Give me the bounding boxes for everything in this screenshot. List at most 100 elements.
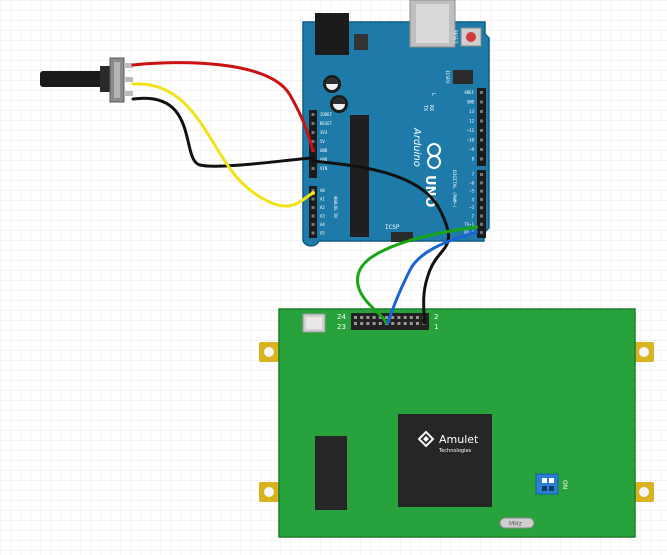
header-pin	[391, 322, 395, 325]
pin-label: ~10	[467, 138, 475, 143]
arduino-pin	[480, 148, 483, 151]
pin-label: 5V	[320, 139, 325, 144]
header-pin	[360, 322, 364, 325]
arduino-pin	[311, 214, 315, 218]
capacitor	[330, 95, 348, 113]
amulet-logo-name: Amulet	[439, 433, 479, 446]
header-pin	[397, 316, 401, 319]
arduino-pin	[480, 138, 483, 142]
pin-label: A5	[320, 231, 325, 236]
wire-endpoints	[311, 148, 478, 234]
rx-led-label: RX	[428, 105, 434, 111]
pin-label: A2	[320, 205, 325, 210]
header-pin	[360, 316, 364, 319]
arduino-pin	[311, 231, 315, 235]
header-pin	[403, 322, 407, 325]
arduino-logo-icon	[427, 143, 441, 169]
arduino-pin	[480, 231, 483, 235]
dip-on-label: ON	[561, 480, 568, 489]
power-header	[309, 110, 317, 178]
wire-red-5v	[131, 61, 315, 152]
icsp-label: ICSP	[385, 224, 400, 231]
digital-header-lower	[477, 170, 486, 238]
arduino-pin	[480, 91, 483, 94]
pin-label: ~5	[469, 189, 474, 194]
dip-switch	[535, 473, 559, 495]
arduino-pin	[311, 206, 315, 209]
header-pin	[354, 322, 357, 325]
digital-label: DIGITAL (PWM~)	[451, 170, 457, 208]
pin-label: 2	[472, 214, 475, 219]
header-label-23: 23	[337, 323, 346, 331]
digital-header-top	[477, 88, 486, 166]
arduino-pin	[480, 157, 483, 161]
arduino-pin	[311, 223, 315, 226]
pin-label: AREF	[464, 90, 474, 95]
arduino-pin	[480, 206, 483, 210]
pin-label: 3V3	[320, 130, 328, 135]
arduino-pin	[480, 214, 483, 218]
wire-yellow-a0	[131, 82, 315, 208]
header-pin	[378, 316, 382, 319]
amulet-board: 24 23 2 1 Amulet Technologies ON MHz	[259, 308, 654, 538]
header-label-1: 1	[434, 323, 438, 331]
memory-chip	[315, 436, 347, 510]
arduino-brand: Arduino	[411, 127, 422, 167]
pin-label: ~9	[469, 147, 474, 152]
wire-black-gnd	[131, 96, 315, 168]
arduino-pin	[480, 173, 483, 176]
arduino-pin	[480, 129, 483, 132]
pin-label: A1	[320, 197, 325, 202]
reset-label: RESET	[452, 30, 458, 44]
arduino-pin	[480, 189, 483, 193]
crystal-oscillator	[499, 517, 535, 529]
header-pin	[409, 322, 413, 325]
arduino-pin	[480, 197, 483, 201]
arduino-pin	[311, 197, 315, 201]
power-jack	[315, 13, 349, 55]
arduino-uno-board: RESET ICSP2 ICSP L TX RX	[302, 0, 490, 247]
icsp2-label: ICSP2	[444, 70, 450, 84]
pin-label: ~3	[469, 205, 474, 210]
pin-label: A0	[320, 188, 325, 193]
pin-label: ~11	[467, 128, 475, 133]
wires	[131, 61, 478, 325]
header-pin	[372, 316, 376, 319]
header-pin	[391, 316, 395, 319]
pin-label: TX→1	[464, 222, 474, 227]
potentiometer-shaft	[40, 71, 104, 87]
header-pin	[372, 322, 376, 325]
pin-label: 7	[472, 172, 475, 177]
arduino-pin	[311, 131, 315, 134]
arduino-pin	[311, 122, 315, 125]
pin-label: 4	[472, 197, 475, 202]
pin-label: ~6	[469, 180, 474, 185]
wire-green-tx	[356, 225, 478, 325]
analog-label: ANALOG IN	[333, 196, 338, 218]
arduino-pin	[311, 167, 315, 170]
pin-label: 8	[472, 157, 475, 162]
voltage-regulator	[354, 34, 368, 50]
header-label-24: 24	[337, 313, 346, 321]
arduino-pin	[480, 110, 483, 113]
header-pin	[354, 316, 357, 319]
pin-label: IOREF	[320, 112, 333, 117]
arduino-pin	[311, 189, 315, 192]
pin-label: 13	[469, 109, 474, 114]
header-pin	[403, 316, 407, 319]
icsp-header	[391, 232, 413, 242]
pin-label: VIN	[320, 166, 328, 171]
arduino-pin	[480, 222, 483, 226]
analog-header	[309, 186, 317, 238]
header-pin	[366, 316, 370, 319]
amulet-logo-sub: Technologies	[438, 448, 472, 454]
header-pin	[416, 322, 419, 325]
header-label-2: 2	[434, 313, 438, 321]
arduino-pin	[311, 113, 315, 116]
atmega-chip	[350, 115, 369, 237]
pin-label: A3	[320, 214, 325, 219]
header-pin	[409, 316, 413, 319]
header-pin	[385, 316, 388, 319]
capacitor	[323, 75, 341, 93]
